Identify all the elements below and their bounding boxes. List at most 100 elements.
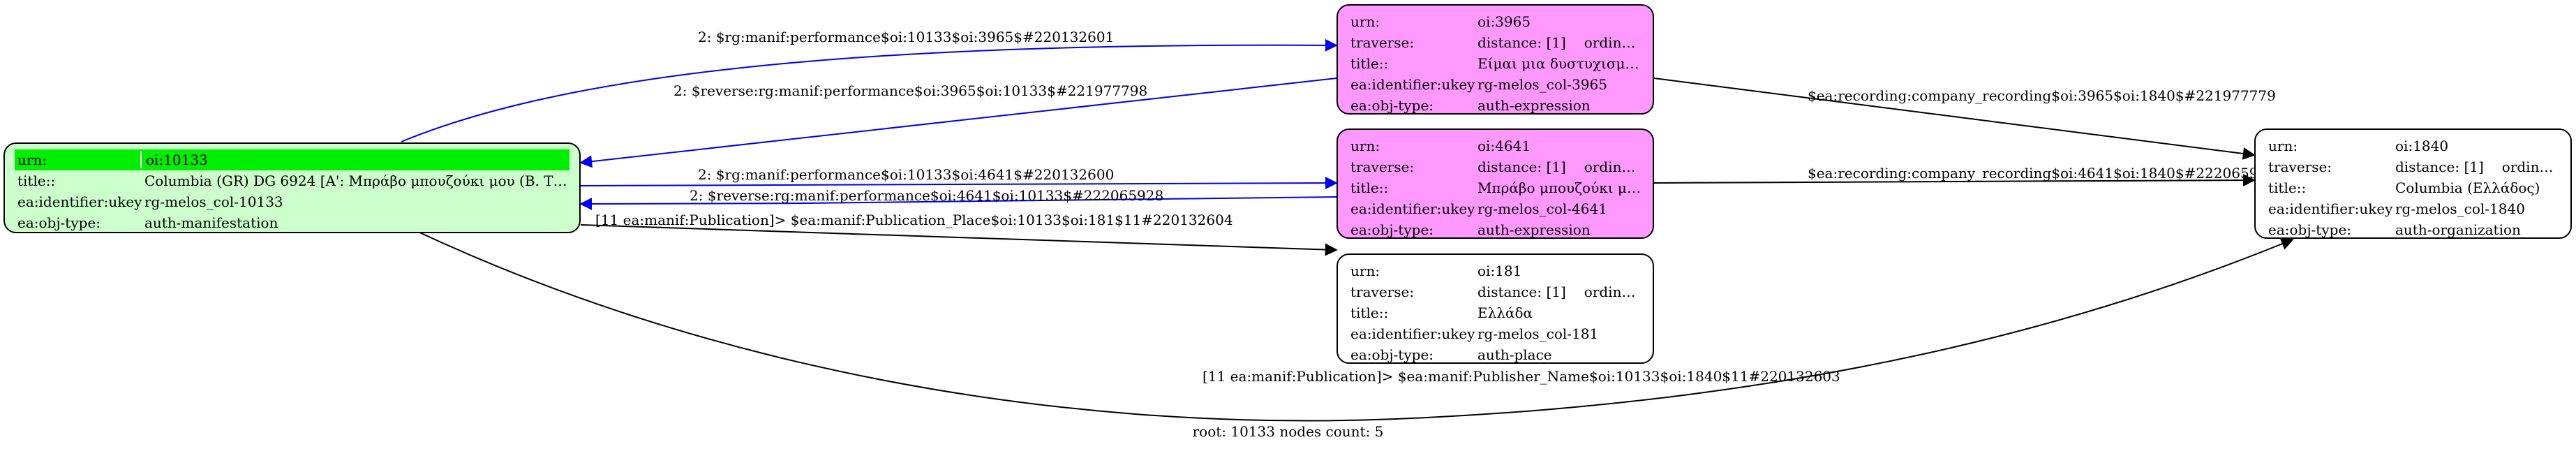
key-obj-type: ea:obj-type: [1350,221,1434,238]
value-title: Είμαι μια δυστυχισμένη [1477,55,1643,72]
value-identifier: rg-melos_col-4641 [1477,200,1607,217]
node-1840[interactable]: urn: oi:1840 traverse: distance: [1] ordi… [2254,128,2572,239]
edge-10133-to-4641 [580,177,1338,190]
key-identifier: ea:identifier:ukey [17,193,142,210]
key-traverse: traverse: [1350,159,1415,175]
graph-footer: root: 10133 nodes count: 5 [1192,423,1384,440]
value-obj-type: auth-manifestation [144,214,278,231]
row-identifier: ea:identifier:ukey rg-melos_col-4641 [1348,198,1643,219]
value-traverse: distance: [1] ordinal: 1 [1473,34,1643,51]
row-obj-type: ea:obj-type: auth-expression [1348,219,1643,240]
key-title: title:: [17,172,56,189]
key-urn: urn: [1350,138,1380,154]
row-urn: urn: oi:181 [1348,260,1643,281]
value-obj-type: auth-organization [2395,221,2521,238]
value-urn: oi:1840 [2395,138,2449,154]
row-identifier: ea:identifier:ukey rg-melos_col-3965 [1348,74,1643,95]
key-traverse: traverse: [2268,159,2332,175]
key-urn: urn: [17,152,47,168]
value-urn: oi:3965 [1477,13,1531,30]
key-traverse: traverse: [1350,284,1415,300]
row-traverse: traverse: distance: [1]ordinal: 3 [1348,281,1643,302]
traverse-ordinal: ordinal: 1 [1584,34,1643,51]
row-identifier: ea:identifier:ukey rg-melos_col-10133 [15,191,569,212]
key-obj-type: ea:obj-type: [17,214,101,231]
key-title: title:: [1350,179,1389,196]
row-urn: urn: oi:4641 [1348,135,1643,156]
key-urn: urn: [1350,13,1380,30]
row-traverse: traverse: distance: [1] ordinal: 4 [2265,156,2561,177]
edge-label-10133-to-4641: 2: $rg:manif:performance$oi:10133$oi:464… [698,166,1114,183]
edge-4641-to-1840 [1653,174,2256,187]
traverse-ordinal: ordinal: 4 [2501,159,2561,175]
edge-10133-to-1840 [415,230,2294,422]
row-identifier: ea:identifier:ukey rg-melos_col-181 [1348,323,1643,344]
traverse-ordinal: ordinal: 3 [1584,284,1643,300]
row-obj-type: ea:obj-type: auth-manifestation [15,212,569,233]
key-urn: urn: [1350,263,1380,279]
edge-3965-to-1840 [1653,78,2256,160]
node-181[interactable]: urn: oi:181 traverse: distance: [1]ordin… [1337,253,1654,364]
edge-label-4641-to-10133: 2: $reverse:rg:manif:performance$oi:4641… [690,187,1163,204]
key-traverse: traverse: [1350,34,1415,51]
key-urn: urn: [2268,138,2298,154]
row-title: title:: Columbia (GR) DG 6924 [A': Μπράβ… [15,170,569,191]
value-title: Ελλάδα [1477,304,1533,321]
row-obj-type: ea:obj-type: auth-expression [1348,95,1643,116]
row-identifier: ea:identifier:ukey rg-melos_col-1840 [2265,198,2561,219]
value-urn: oi:181 [1477,263,1522,279]
edge-label-4641-to-1840: $ea:recording:company_recording$oi:4641$… [1808,165,2276,182]
key-obj-type: ea:obj-type: [1350,346,1434,363]
key-obj-type: ea:obj-type: [2268,221,2352,238]
value-traverse: distance: [1]ordinal: 3 [1473,284,1643,300]
traverse-distance: distance: [1] [1477,159,1566,175]
value-title: Columbia (Ελλάδος) [2395,179,2540,196]
key-identifier: ea:identifier:ukey [1350,200,1475,217]
row-urn: urn: oi:3965 [1348,11,1643,32]
node-3965[interactable]: urn: oi:3965 traverse: distance: [1] ordi… [1337,4,1654,115]
edge-label-10133-to-1840: [11 ea:manif:Publication]> $ea:manif:Pub… [1203,368,1840,385]
value-title: Μπράβο μπουζούκι μου [1477,179,1643,196]
key-title: title:: [2268,179,2307,196]
edge-label-3965-to-10133: 2: $reverse:rg:manif:performance$oi:3965… [673,82,1147,99]
traverse-ordinal: ordinal: 2 [1584,159,1643,175]
value-identifier: rg-melos_col-181 [1477,325,1599,342]
value-obj-type: auth-place [1477,346,1552,363]
key-identifier: ea:identifier:ukey [2268,200,2393,217]
value-traverse: distance: [1] ordinal: 2 [1473,159,1643,175]
row-title: title:: Ελλάδα [1348,302,1643,323]
key-title: title:: [1350,55,1389,72]
edge-10133-to-181 [580,224,1338,256]
traverse-distance: distance: [1] [2395,159,2484,175]
row-traverse: traverse: distance: [1] ordinal: 1 [1348,32,1643,53]
value-title: Columbia (GR) DG 6924 [A': Μπράβο μπουζο… [144,172,569,189]
value-identifier: rg-melos_col-10133 [144,193,283,210]
edge-label-3965-to-1840: $ea:recording:company_recording$oi:3965$… [1808,87,2276,104]
node-4641[interactable]: urn: oi:4641 traverse: distance: [1] ordi… [1337,128,1654,239]
row-obj-type: ea:obj-type: auth-place [1348,344,1643,365]
row-urn: urn: oi:1840 [2265,135,2561,156]
value-identifier: rg-melos_col-1840 [2395,200,2525,217]
key-identifier: ea:identifier:ukey [1350,76,1475,93]
row-title: title:: Μπράβο μπουζούκι μου [1348,177,1643,198]
row-obj-type: ea:obj-type: auth-organization [2265,219,2561,240]
value-traverse: distance: [1] ordinal: 4 [2391,159,2561,175]
traverse-distance: distance: [1] [1477,34,1566,51]
row-traverse: traverse: distance: [1] ordinal: 2 [1348,156,1643,177]
value-identifier: rg-melos_col-3965 [1477,76,1607,93]
edge-10133-to-3965 [401,38,1338,142]
edge-label-10133-to-3965: 2: $rg:manif:performance$oi:10133$oi:396… [698,29,1114,45]
value-urn: oi:10133 [140,152,569,168]
value-obj-type: auth-expression [1477,221,1591,238]
key-identifier: ea:identifier:ukey [1350,325,1475,342]
key-obj-type: ea:obj-type: [1350,97,1434,114]
value-urn: oi:4641 [1477,138,1531,154]
edge-label-10133-to-181: [11 ea:manif:Publication]> $ea:manif:Pub… [595,212,1233,228]
value-obj-type: auth-expression [1477,97,1591,114]
node-10133[interactable]: urn: oi:10133 title:: Columbia (GR) DG 6… [3,142,581,233]
row-title: title:: Είμαι μια δυστυχισμένη [1348,53,1643,74]
row-urn: urn: oi:10133 [15,149,569,170]
key-title: title:: [1350,304,1389,321]
row-title: title:: Columbia (Ελλάδος) [2265,177,2561,198]
